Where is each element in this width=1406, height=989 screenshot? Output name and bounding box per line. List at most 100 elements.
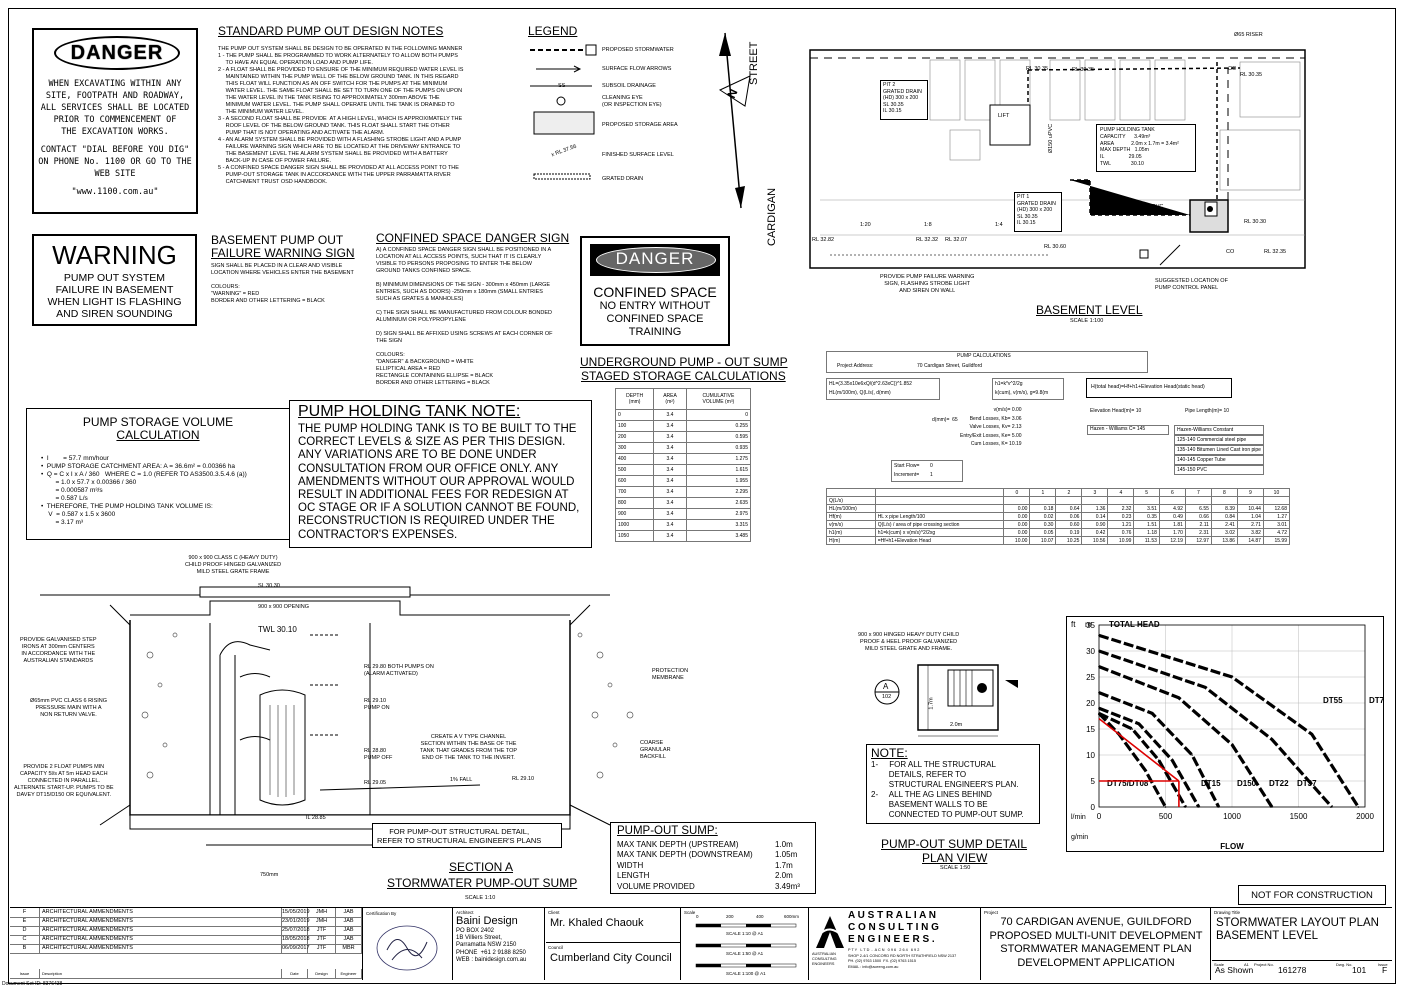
table-cell: 0.06 — [1055, 512, 1083, 521]
scale-3: SCALE 1:100 @ A1 — [726, 971, 766, 976]
revision-cell: C — [10, 935, 40, 944]
danger-plate: DANGER — [54, 36, 180, 70]
tank-label: PUMP HOLDING TANK CAPACITY 3.49m³ AREA 2… — [1100, 127, 1179, 167]
grated-drain — [533, 173, 591, 180]
table-cell: 1000 — [614, 519, 655, 531]
backfill-label: COARSE GRANULAR BACKFILL — [640, 740, 671, 760]
table-cell: 1.81 — [1158, 520, 1186, 529]
grade-label: 1:8 — [924, 222, 932, 228]
y-tick-label: 5 — [1091, 777, 1096, 786]
street-name-label: CARDIGAN — [766, 187, 778, 246]
table-cell: 3.51 — [1133, 504, 1160, 513]
table-cell: 2.32 — [1107, 504, 1135, 513]
table-cell: 100 — [614, 420, 655, 432]
danger-plate-text: DANGER — [70, 42, 164, 64]
formula: h1=k*v^2/2g — [995, 381, 1023, 387]
danger-line: WHEN EXCAVATING WITHIN ANY — [48, 79, 182, 89]
plot-frame — [1098, 624, 1366, 808]
data-point — [1144, 769, 1147, 772]
drawing-divider — [1212, 960, 1392, 961]
table-cell: 1.36 — [1081, 504, 1109, 513]
start-flow-label: Start Flow= — [894, 463, 920, 469]
table-cell — [874, 496, 1005, 505]
section-title: SECTION A — [449, 860, 514, 874]
note-box: NOTE: 1- FOR ALL THE STRUCTURAL DETAILS,… — [866, 744, 1040, 824]
list-item: MAX TANK DEPTH (UPSTREAM)1.0m — [617, 840, 809, 850]
note-text: 1- FOR ALL THE STRUCTURAL DETAILS, REFER… — [871, 760, 1024, 819]
table-cell — [1262, 496, 1291, 505]
table-cell: 0.595 — [685, 431, 752, 443]
certification: Certification By — [364, 908, 453, 980]
signature-icon — [376, 925, 438, 971]
warning-header: WARNING — [52, 240, 177, 270]
storage-volume-title: CALCULATION — [116, 428, 200, 442]
client-cell: Client Mr. Khaled Chaouk Council Cumberl… — [546, 908, 681, 980]
start-box: Start Flow= 0 Increment= 1 — [891, 460, 963, 482]
proj-no-k: Project No. — [1254, 962, 1274, 967]
table-cell: h1=k(cum) x v(m/s)^2/2xg — [874, 528, 1005, 537]
pit1-label: PIT 1 GRATED DRAIN (HD) 300 x 200 SL 30.… — [1017, 194, 1056, 226]
row-label: LENGTH — [617, 871, 650, 881]
hw-row: Hazen-Williams Constant — [1174, 425, 1264, 435]
cleaning-eye — [556, 96, 566, 106]
increment-value: 1 — [930, 472, 933, 478]
table-cell: H(m) — [826, 536, 876, 545]
scale-k: Scale — [1214, 962, 1225, 967]
losses: v(m/s)= 0.00 Bend Losses, Kb= 3.06 Valve… — [960, 407, 1022, 447]
revision-cell: D — [10, 926, 40, 935]
data-point — [1098, 691, 1100, 694]
legend-item: SUBSOIL DRAINAGE — [602, 83, 656, 89]
project-name: 70 CARDIGAN AVENUE, GUILDFORD PROPOSED M… — [989, 916, 1203, 969]
increment-label: Increment= — [894, 472, 920, 478]
formula-box-2: h1=k*v^2/2g k(cum), v(m/s), g=9.8(m — [992, 378, 1064, 400]
storage-volume-box: PUMP STORAGE VOLUME CALCULATION • I = 57… — [26, 408, 290, 540]
unit-gmin-label: g/min — [1071, 834, 1088, 841]
drawing-cell: Drawing Title STORMWATER LAYOUT PLAN BAS… — [1212, 908, 1392, 980]
warning-line: PUMP OUT SYSTEM — [63, 272, 166, 284]
table-cell: 10.44 — [1236, 504, 1264, 513]
client-label: Client — [548, 910, 560, 915]
table-cell — [1081, 496, 1109, 505]
table-cell — [1158, 496, 1186, 505]
table-cell: 15.99 — [1262, 536, 1291, 545]
table-cell: 0.49 — [1158, 512, 1186, 521]
scale-2: SCALE 1:50 @ A1 — [726, 951, 764, 956]
revision-cell: 23/01/2019 — [282, 917, 310, 926]
rl-label: RL 32.82 — [812, 237, 835, 243]
danger-line: WEB SITE — [94, 169, 136, 179]
table-cell: 3.4 — [653, 431, 687, 443]
table-cell: 0.84 — [1210, 512, 1238, 521]
storage-area — [533, 111, 595, 135]
table-cell: 0.76 — [1107, 528, 1135, 537]
unit-ft-label: ft — [1071, 620, 1076, 629]
arch-name: Baini Design — [456, 915, 518, 927]
rl2910b-label: RL 29.10 — [512, 776, 535, 782]
holding-note-title: PUMP HOLDING TANK NOTE: — [298, 403, 521, 420]
project-address: 70 Cardigan Street, Guildford — [917, 363, 983, 369]
dim-label: 2.0m — [950, 722, 963, 728]
row-label: WIDTH — [617, 860, 644, 870]
table-cell: 900 — [614, 508, 655, 520]
hw-row: 140-145 Copper Tube — [1174, 455, 1264, 465]
table-cell: 1.21 — [1107, 520, 1135, 529]
table-row: Q(L/s) — [826, 496, 1291, 505]
table-cell: 3.4 — [653, 497, 687, 509]
float-note: PROVIDE 2 FLOAT PUMPS MIN CAPACITY 5l/s … — [14, 764, 114, 798]
confined-line: NO ENTRY WITHOUT — [599, 300, 711, 312]
data-point — [1271, 806, 1273, 808]
row-value: 2.0m — [775, 871, 793, 881]
revision-cell: Date — [282, 969, 308, 978]
company-logo-icon — [816, 916, 844, 948]
table-cell: HL x pipe Length/100 — [874, 512, 1005, 521]
design-notes-text: THE PUMP OUT SYSTEM SHALL BE DESIGN TO B… — [218, 46, 464, 185]
revision-cell: JTF — [308, 935, 336, 944]
table-cell: 3.4 — [653, 486, 687, 498]
table-cell: 2.975 — [685, 508, 752, 520]
danger-line: "www.1100.com.au" — [71, 187, 159, 197]
